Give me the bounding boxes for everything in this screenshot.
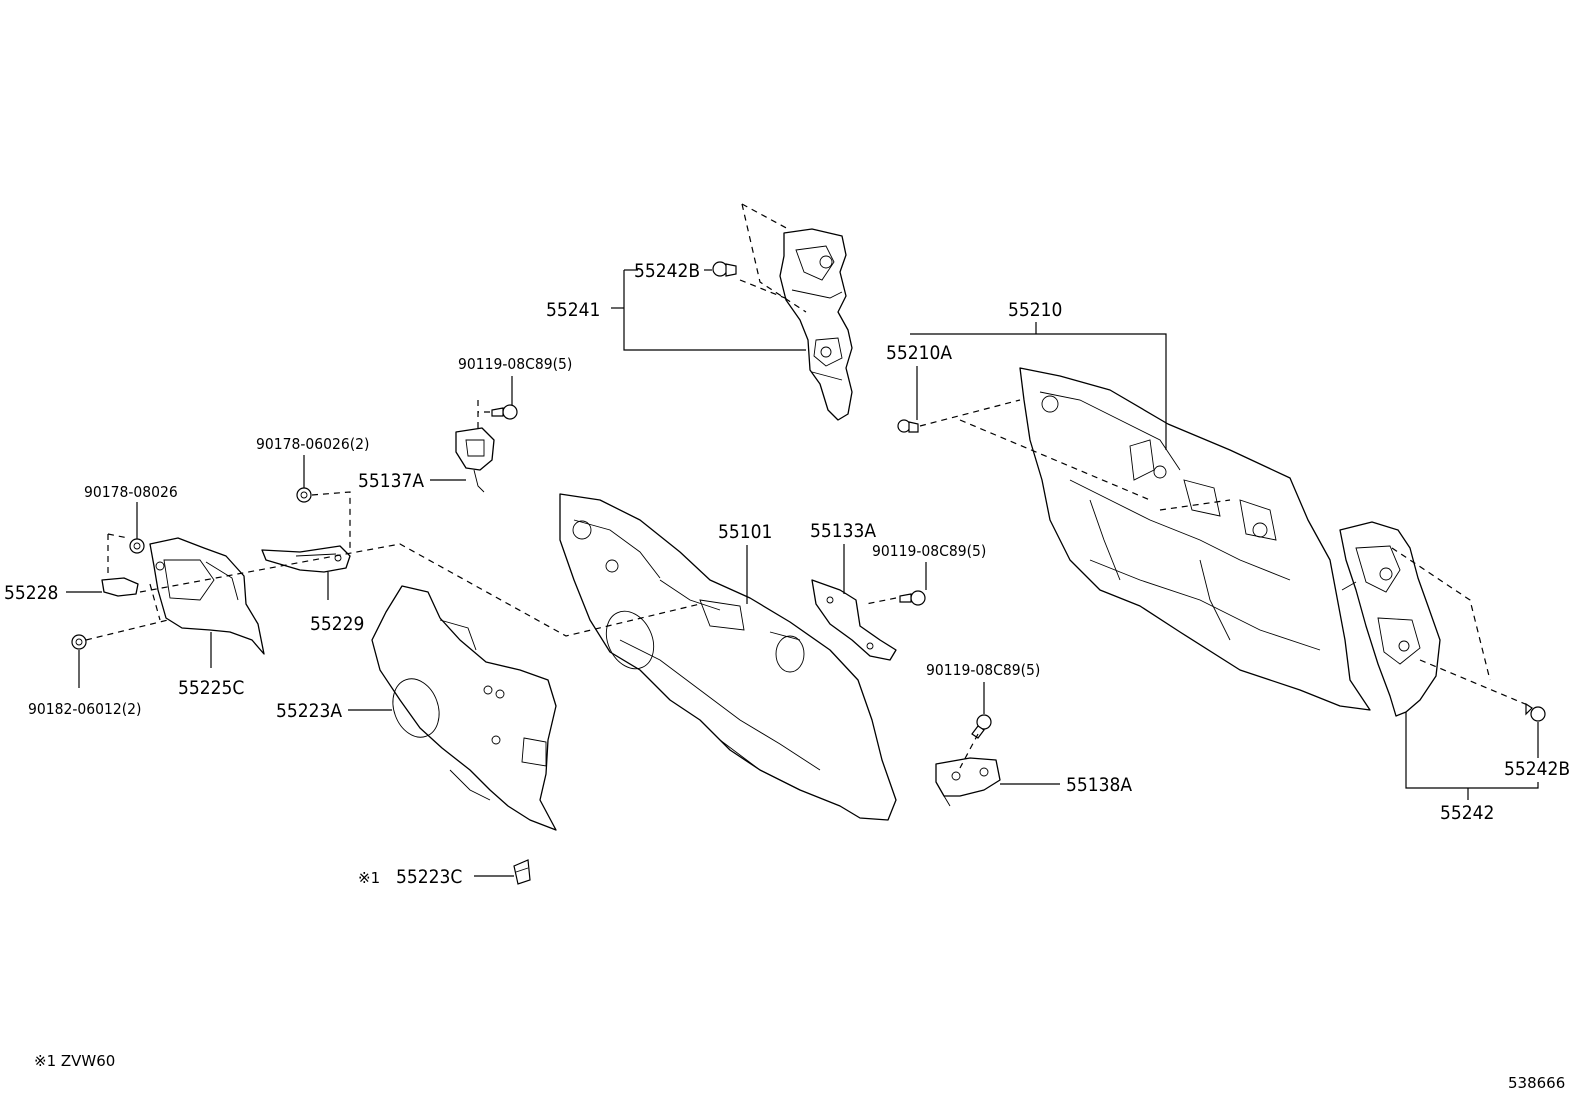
part-55229-bracket[interactable]	[261, 545, 351, 573]
part-labels: 55242B 55241 55210 55210A 90119-08C89(5)…	[4, 260, 1570, 888]
nut-90182-06012[interactable]	[71, 634, 87, 650]
label-55101[interactable]: 55101	[718, 521, 772, 543]
diagram-id: 538666	[1508, 1074, 1565, 1092]
label-55137A[interactable]: 55137A	[358, 470, 424, 492]
part-55242B-clip-top[interactable]	[712, 261, 737, 277]
label-55228[interactable]: 55228	[4, 582, 58, 604]
part-55101-dash-panel[interactable]	[559, 493, 897, 821]
part-55242-shield[interactable]	[1339, 521, 1441, 717]
label-55138A[interactable]: 55138A	[1066, 774, 1132, 796]
part-55138A-bracket[interactable]	[935, 757, 1001, 807]
label-90182-06012[interactable]: 90182-06012(2)	[28, 700, 142, 718]
leader-lines	[66, 269, 1539, 877]
label-90178-06026[interactable]: 90178-06026(2)	[256, 435, 370, 453]
part-55223C-clip[interactable]	[513, 859, 531, 885]
dashed-assembly-lines	[85, 203, 1531, 769]
label-55223C[interactable]: 55223C	[396, 866, 462, 888]
label-55242[interactable]: 55242	[1440, 802, 1494, 824]
part-55242B-clip-right[interactable]	[1525, 702, 1546, 722]
label-55210A[interactable]: 55210A	[886, 342, 952, 364]
part-55133A-bracket[interactable]	[811, 579, 897, 661]
label-90119-a[interactable]: 90119-08C89(5)	[458, 355, 572, 373]
label-90119-b[interactable]: 90119-08C89(5)	[872, 542, 986, 560]
label-90119-c[interactable]: 90119-08C89(5)	[926, 661, 1040, 679]
part-55228-clip[interactable]	[101, 577, 139, 597]
nut-90178-06026[interactable]	[296, 487, 312, 503]
label-55223C-mark: ※1	[358, 869, 380, 887]
label-55133A[interactable]: 55133A	[810, 520, 876, 542]
footnote: ※1 ZVW60	[34, 1052, 115, 1070]
label-55242B-top[interactable]: 55242B	[634, 260, 700, 282]
part-55137A-bracket[interactable]	[455, 427, 495, 493]
nut-90178-08026[interactable]	[129, 538, 145, 554]
label-55210[interactable]: 55210	[1008, 299, 1062, 321]
label-55223A[interactable]: 55223A	[276, 700, 342, 722]
label-55225C[interactable]: 55225C	[178, 677, 244, 699]
label-55241[interactable]: 55241	[546, 299, 600, 321]
bolt-90119-b[interactable]	[899, 590, 926, 606]
bolt-90119-c[interactable]	[971, 714, 992, 739]
part-55210A-clip[interactable]	[897, 419, 919, 433]
part-55241-shield[interactable]	[779, 228, 853, 421]
part-55225C-insulator[interactable]	[149, 537, 265, 655]
part-55223A-insulator[interactable]	[371, 585, 557, 831]
label-55229[interactable]: 55229	[310, 613, 364, 635]
bolt-90119-a[interactable]	[491, 404, 518, 420]
part-55210-insulator[interactable]	[1019, 367, 1371, 711]
label-55242B-right[interactable]: 55242B	[1504, 758, 1570, 780]
label-90178-08026[interactable]: 90178-08026	[84, 483, 178, 501]
